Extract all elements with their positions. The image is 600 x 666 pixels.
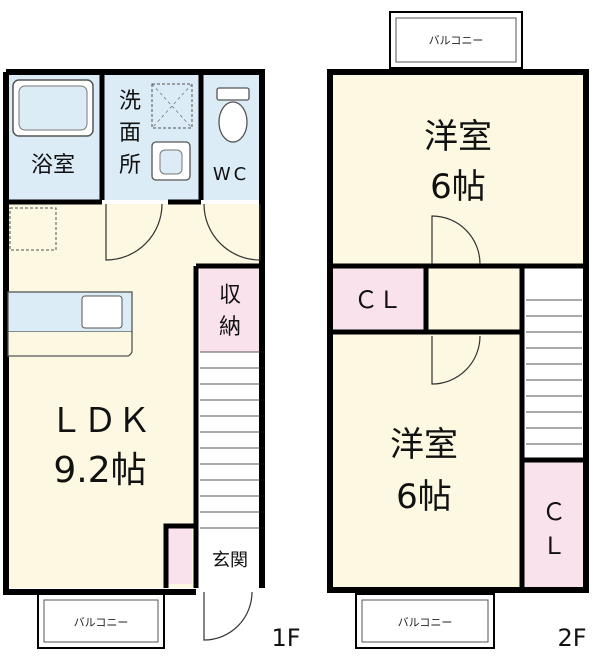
washer-spot [151,83,193,129]
stairs-2f [526,299,582,445]
washroom-label-1: 洗 [119,89,141,114]
closet-right [524,462,584,588]
entrance-label: 玄関 [212,550,248,571]
balcony-1f-label: バルコニー [74,616,129,629]
balcony-2f-bottom-inner [361,599,489,643]
floor-1: 浴室 洗 面 所 WC 収 納 ＬＤＫ 9.2帖 玄関 バルコニー 1F [3,69,301,652]
balcony-2f-bottom-label: バルコニー [398,616,453,629]
balcony-2f-top-label: バルコニー [429,34,484,47]
bedroom-top-size: 6帖 [430,167,486,207]
hall-top [194,204,260,264]
washer-x2 [151,83,193,129]
balcony-1f-inner [43,599,159,643]
bedroom-bottom-label: 洋室 [390,425,458,465]
floor-1-label: 1F [271,624,300,652]
balcony-2f-top [389,11,523,69]
closet-left-label: ＣＬ [354,286,402,314]
wc-label: WC [213,164,249,185]
storage-label-1: 収 [219,283,241,308]
floor-2-label: 2F [557,624,586,652]
closet-right-label-1: Ｃ [542,498,566,526]
bedroom-top [332,72,584,264]
toilet-bowl [218,101,248,143]
washer-x1 [151,83,193,129]
wash-basin-bowl [159,149,183,175]
door-bedroom-bottom [431,335,481,385]
closet-right-label-2: Ｌ [542,532,566,560]
ldk-label: ＬＤＫ [49,401,151,441]
ldk-size-label: 9.2帖 [53,450,146,491]
storage-1f [200,268,260,352]
door-wc [203,203,261,261]
bedroom-top-label: 洋室 [424,117,492,157]
closet-left [332,268,424,330]
entrance-area [168,528,192,584]
hall-2f [428,268,520,330]
bathtub-inner [18,85,88,131]
ac-unit-1f [9,207,57,251]
door-entrance [203,591,253,641]
stairs-1f [200,351,260,529]
kitchen-bar [7,332,133,357]
wall-entrance [163,523,196,588]
floor-2: 洋室 6帖 ＣＬ 洋室 6帖 Ｃ Ｌ バルコニー バルコニー 2F [327,11,589,652]
toilet-tank [216,87,250,101]
outer-wall-1f [3,69,265,595]
bedroom-bottom [332,334,520,588]
balcony-1f [37,593,165,649]
entrance-floor [198,528,260,584]
washroom-label-2: 面 [119,121,141,146]
balcony-2f-bottom [355,593,495,649]
balcony-2f-top-inner [395,17,517,63]
kitchen-sink [81,295,123,329]
bath-label: 浴室 [31,153,75,178]
storage-label-2: 納 [219,315,241,340]
door-wash [105,203,163,261]
ldk-room [6,204,194,588]
bedroom-bottom-size: 6帖 [396,477,452,517]
washroom-label-3: 所 [119,153,141,178]
door-bedroom-top [431,215,481,265]
